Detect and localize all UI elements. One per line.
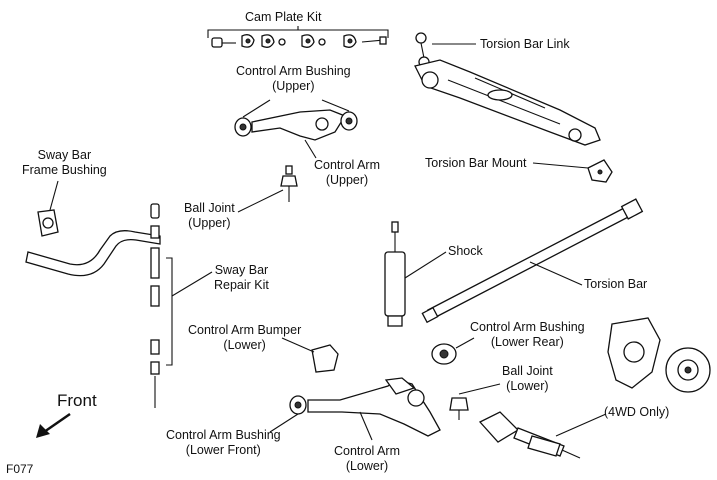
label-torsion-bar: Torsion Bar (584, 277, 648, 291)
label-control-arm-bumper-lower: Control Arm Bumper (Lower) (188, 323, 301, 353)
label-line-1: Control Arm (334, 444, 400, 458)
ball-joint-upper-part (237, 165, 298, 213)
torsion-bar-mount-part (532, 159, 613, 183)
label-cam-plate-kit: Cam Plate Kit (245, 10, 322, 24)
front-arrow-icon (36, 412, 71, 438)
label-line-2: (Lower) (345, 459, 389, 473)
label-ball-joint-upper: Ball Joint (Upper) (184, 201, 235, 231)
label-line-1: Sway Bar (37, 148, 92, 162)
sway-bar-repair-kit-part (150, 203, 213, 408)
label-sway-bar-repair-kit: Sway Bar Repair Kit (214, 263, 269, 293)
label-line-2: (Lower Front) (185, 443, 261, 457)
label-line-2: (Upper) (272, 79, 315, 93)
label-shock: Shock (448, 244, 483, 258)
figure-id: F077 (6, 462, 34, 476)
label-4wd-only: (4WD Only) (604, 405, 670, 419)
label-ball-joint-lower: Ball Joint (Lower) (502, 364, 553, 394)
torsion-bar-part (421, 198, 644, 324)
torsion-bar-link-part (415, 32, 476, 68)
label-line-1: Control Arm Bushing (470, 320, 585, 334)
label-control-arm-bushing-lower-front: Control Arm Bushing (Lower Front) (166, 428, 281, 458)
label-line-1: Control Arm Bushing (166, 428, 281, 442)
bushing-lower-rear-part (431, 337, 475, 365)
front-direction-label: Front (57, 391, 97, 410)
label-torsion-bar-link: Torsion Bar Link (480, 37, 570, 51)
cam-plate-kit-group (207, 26, 389, 48)
shock-part (384, 221, 447, 327)
cv-axle-part (478, 411, 607, 459)
lower-control-arm-part (269, 377, 441, 441)
label-line-2: (Lower Rear) (490, 335, 564, 349)
label-line-1: Ball Joint (184, 201, 235, 215)
label-line-1: Ball Joint (502, 364, 553, 378)
label-line-1: Control Arm Bumper (188, 323, 302, 337)
label-line-1: Control Arm Bushing (236, 64, 351, 78)
label-control-arm-bushing-lower-rear: Control Arm Bushing (Lower Rear) (470, 320, 585, 350)
upper-control-arm-part (234, 99, 358, 159)
label-line-2: Frame Bushing (22, 163, 107, 177)
sway-bar-part (25, 180, 161, 277)
label-line-1: Sway Bar (214, 263, 269, 277)
label-control-arm-upper: Control Arm (Upper) (314, 158, 380, 188)
control-arm-bumper-part (281, 337, 339, 373)
label-line-2: Repair Kit (214, 278, 269, 292)
cam-plate-part (211, 34, 387, 48)
ball-joint-lower-part (449, 383, 501, 420)
torsion-bar-crossmember-part (414, 59, 601, 146)
label-line-2: (Upper) (188, 216, 231, 230)
label-control-arm-lower: Control Arm (Lower) (334, 444, 400, 474)
knuckle-hub-part (607, 317, 711, 393)
label-torsion-bar-mount: Torsion Bar Mount (425, 156, 527, 170)
label-line-2: (Lower) (506, 379, 549, 393)
label-control-arm-bushing-upper: Control Arm Bushing (Upper) (236, 64, 351, 94)
label-sway-bar-frame-bushing: Sway Bar Frame Bushing (22, 148, 107, 178)
label-line-1: Control Arm (314, 158, 380, 172)
label-line-2: (Lower) (223, 338, 266, 352)
label-line-2: (Upper) (325, 173, 369, 187)
